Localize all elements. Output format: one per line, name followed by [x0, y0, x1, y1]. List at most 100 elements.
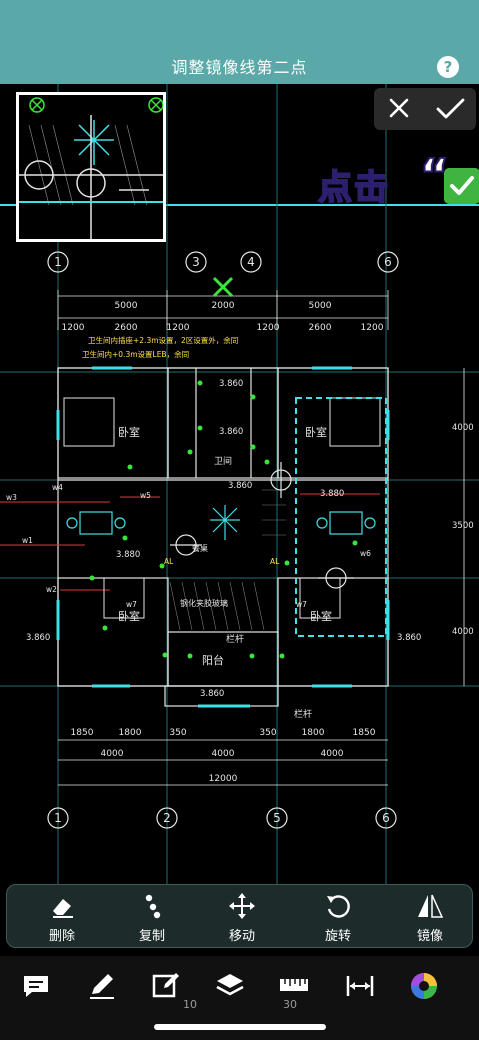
- dim-top2-6: 1200: [361, 323, 384, 333]
- dim-bottom-4: 350: [259, 728, 276, 738]
- dim-bottom-1: 1850: [71, 728, 94, 738]
- edit-toolbar: 删除 复制 移动 旋转 镜像: [6, 884, 473, 948]
- dim-bottom-2: 1800: [119, 728, 142, 738]
- move-arrows-icon: [229, 893, 255, 919]
- level-1: 3.860: [219, 379, 243, 389]
- edit-box-icon[interactable]: [150, 970, 182, 1002]
- wire-label-2: w3: [6, 493, 17, 502]
- minimap[interactable]: [16, 92, 166, 242]
- level-2: 3.860: [219, 427, 243, 437]
- wire-label-3: w4: [52, 483, 63, 492]
- dim-bottom2-2: 4000: [212, 749, 235, 759]
- label-dining: 餐桌: [192, 543, 208, 553]
- note-line-2: 卫生间内+0.3m设置LEB，余同: [82, 349, 189, 359]
- confirm-button[interactable]: [425, 88, 476, 130]
- page-title: 调整镜像线第二点: [171, 58, 308, 77]
- page-num-left: 10: [183, 998, 197, 1011]
- axis-label-top-3: 4: [247, 255, 255, 269]
- dim-top2-4: 1200: [257, 323, 280, 333]
- axis-label-bottom-3: 5: [273, 811, 281, 825]
- wire-label-7: w7: [296, 600, 307, 609]
- level-3: 3.860: [228, 481, 252, 491]
- help-button[interactable]: ?: [437, 56, 459, 78]
- dim-top2-5: 2600: [309, 323, 332, 333]
- label-rail-1: 栏杆: [226, 633, 244, 645]
- dim-top2-3: 1200: [167, 323, 190, 333]
- copy-tool-button[interactable]: 复制: [117, 889, 187, 945]
- selection-box[interactable]: [295, 397, 387, 637]
- delete-tool-button[interactable]: 删除: [27, 889, 97, 945]
- level-4: 3.880: [320, 489, 344, 499]
- ruler-icon[interactable]: [278, 970, 310, 1002]
- dim-bottom-3: 350: [169, 728, 186, 738]
- room-label-bedroom-2: 卧室: [305, 425, 327, 439]
- room-label-toilet: 卫间: [214, 455, 232, 467]
- move-tool-label: 移动: [228, 929, 255, 944]
- axis-label-bottom-1: 1: [54, 811, 62, 825]
- dim-top-2: 2000: [212, 301, 235, 311]
- dim-right-1: 4000: [452, 423, 474, 433]
- room-label-bedroom-1: 卧室: [118, 425, 140, 439]
- level-6: 3.860: [26, 633, 50, 643]
- dim-top-3: 5000: [309, 301, 332, 311]
- cancel-button[interactable]: [374, 88, 425, 130]
- rotate-tool-button[interactable]: 旋转: [303, 889, 373, 945]
- dimension-icon[interactable]: [344, 970, 376, 1002]
- axis-label-top-2: 3: [192, 255, 200, 269]
- layers-icon[interactable]: [214, 970, 246, 1002]
- wire-label-4: w5: [140, 491, 151, 500]
- dim-right-3: 4000: [452, 627, 474, 637]
- dim-right-2: 3500: [452, 521, 474, 531]
- wire-label-5: w6: [360, 549, 371, 558]
- rotate-icon: [327, 895, 350, 918]
- move-tool-button[interactable]: 移动: [207, 889, 277, 945]
- comment-icon[interactable]: [20, 970, 52, 1002]
- level-7: 3.860: [397, 633, 421, 643]
- copy-nodes-icon: [145, 894, 161, 919]
- dim-bottom-5: 1800: [302, 728, 325, 738]
- room-label-bedroom-4: 卧室: [310, 609, 332, 623]
- level-8: 3.860: [200, 689, 224, 699]
- check-emoji-icon: [444, 168, 479, 204]
- rotate-tool-label: 旋转: [324, 929, 351, 944]
- minimap-plant-icon: [74, 120, 114, 165]
- pencil-icon[interactable]: [86, 970, 118, 1002]
- mirror-tool-label: 镜像: [416, 929, 443, 944]
- check-icon: [436, 98, 465, 119]
- wire-label-6: w7: [126, 600, 137, 609]
- room-label-bedroom-3: 卧室: [118, 609, 140, 623]
- close-icon: [389, 98, 409, 118]
- label-rail-2: 栏杆: [294, 708, 312, 720]
- copy-tool-label: 复制: [138, 929, 165, 944]
- mirror-tool-button[interactable]: 镜像: [395, 889, 465, 945]
- note-line-1: 卫生间内插座+2.3m设置，2区设置外，余同: [88, 335, 238, 345]
- dim-bottom2-1: 4000: [101, 749, 124, 759]
- axis-label-top-4: 6: [384, 255, 392, 269]
- top-bar: 调整镜像线第二点 ?: [0, 0, 479, 84]
- dim-top2-1: 1200: [62, 323, 85, 333]
- delete-tool-label: 删除: [48, 929, 75, 944]
- axis-label-bottom-4: 6: [382, 811, 390, 825]
- home-indicator[interactable]: [154, 1024, 326, 1030]
- mirror-point-marker[interactable]: [212, 276, 234, 298]
- eraser-icon: [53, 899, 73, 918]
- dim-bottom2-3: 4000: [321, 749, 344, 759]
- dim-bottom-6: 1850: [353, 728, 376, 738]
- dim-top-1: 5000: [115, 301, 138, 311]
- axis-label-top-1: 1: [54, 255, 62, 269]
- page-num-right: 30: [283, 998, 297, 1011]
- color-palette-icon[interactable]: [408, 970, 440, 1002]
- plant-icon: [210, 505, 240, 540]
- wire-label-1: w1: [22, 536, 33, 545]
- room-label-balcony: 阳台: [202, 653, 224, 667]
- tutorial-caption: 点击: [317, 167, 390, 209]
- dim-top2-2: 2600: [115, 323, 138, 333]
- level-5: 3.880: [116, 550, 140, 560]
- axis-label-bottom-2: 2: [163, 811, 171, 825]
- wire-label-9: AL: [164, 557, 174, 566]
- wire-label-8: w2: [46, 585, 57, 594]
- confirm-cancel-group: [374, 88, 476, 130]
- wire-label-10: AL: [270, 557, 280, 566]
- label-glass: 钢化夹胶玻璃: [180, 598, 228, 608]
- mirror-icon: [418, 894, 444, 918]
